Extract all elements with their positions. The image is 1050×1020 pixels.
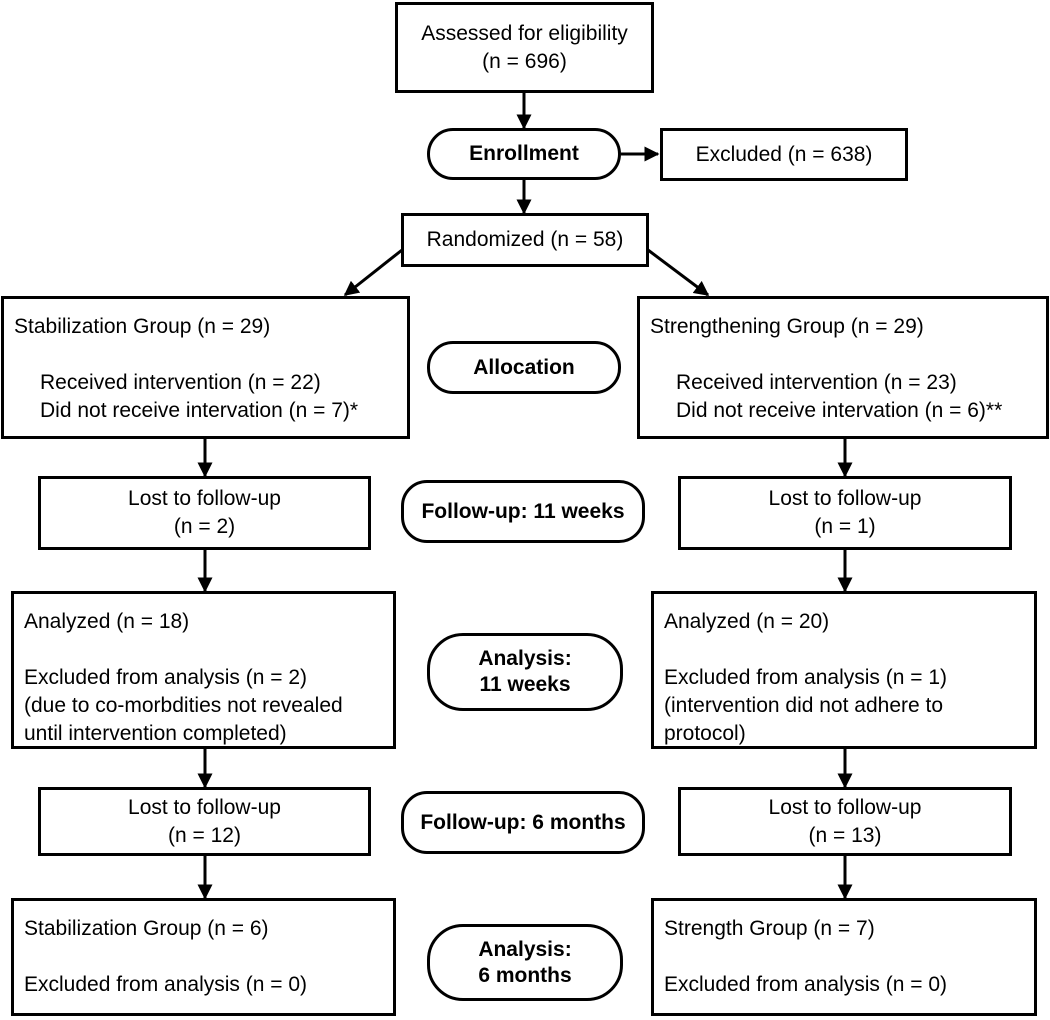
arrow-randomized-left [343,248,403,297]
assessed-box: Assessed for eligibility (n = 696) [395,2,654,93]
left-lost-11-label: Lost to follow-up [128,487,281,510]
right-analyzed-box: Analyzed (n = 20) Excluded from analysis… [651,591,1037,749]
right-lost-11-count: (n = 1) [814,515,876,538]
left-excluded-reason-1: (due to co-morbdities not revealed [24,694,343,717]
follow-up-6-stage: Follow-up: 6 months [401,791,645,854]
left-group-box: Stabilization Group (n = 29) Received in… [1,296,410,439]
right-lost-6-box: Lost to follow-up (n = 13) [678,787,1012,856]
left-received: Received intervention (n = 22) [40,371,321,394]
right-lost-6-label: Lost to follow-up [768,795,922,819]
left-lost-11-count: (n = 2) [173,515,236,538]
analysis-6-label-2: 6 months [478,963,572,987]
right-final-box: Strength Group (n = 7) Excluded from ana… [651,898,1037,1016]
follow-up-11-label: Follow-up: 11 weeks [421,499,625,523]
analysis-11-label-2: 11 weeks [479,673,571,696]
left-lost-6-count: (n = 12) [168,823,241,847]
left-analyzed-label: Analyzed (n = 18) [24,610,190,633]
left-not-received: Did not receive intervation (n = 7)* [40,399,359,422]
right-excluded-analysis: Excluded from analysis (n = 1) [664,666,948,689]
left-analyzed-box: Analyzed (n = 18) Excluded from analysis… [11,591,396,749]
randomized-label: Randomized (n = 58) [426,228,624,251]
left-group-label: Stabilization Group (n = 29) [14,315,271,338]
left-final-group: Stabilization Group (n = 6) [24,917,269,940]
right-group-box: Strengthening Group (n = 29) Received in… [637,296,1049,439]
right-excluded-reason-2: protocol) [664,722,746,745]
allocation-label: Allocation [473,355,575,379]
follow-up-6-label: Follow-up: 6 months [420,810,626,834]
arrow-randomized-right [647,248,710,297]
assessed-count: (n = 696) [482,49,567,73]
right-lost-6-count: (n = 13) [808,823,882,847]
right-not-received: Did not receive intervation (n = 6)** [676,399,1003,422]
allocation-stage: Allocation [427,341,621,394]
left-final-excluded: Excluded from analysis (n = 0) [24,973,308,996]
enrollment-label: Enrollment [469,142,579,165]
analysis-6-stage: Analysis: 6 months [427,924,623,1001]
right-analyzed-label: Analyzed (n = 20) [664,610,830,633]
assessed-label: Assessed for eligibility [421,21,628,45]
right-lost-11-label: Lost to follow-up [768,487,922,510]
analysis-6-label-1: Analysis: [478,937,572,961]
follow-up-11-stage: Follow-up: 11 weeks [401,480,645,543]
left-lost-6-box: Lost to follow-up (n = 12) [38,787,371,856]
randomized-box: Randomized (n = 58) [401,213,649,267]
excluded-label: Excluded (n = 638) [695,142,873,166]
left-lost-11-box: Lost to follow-up (n = 2) [38,476,371,550]
right-excluded-reason-1: (intervention did not adhere to [664,694,944,717]
analysis-11-label-1: Analysis: [478,647,572,670]
enrollment-stage: Enrollment [427,128,621,180]
analysis-11-stage: Analysis: 11 weeks [427,633,623,711]
right-lost-11-box: Lost to follow-up (n = 1) [678,476,1012,550]
right-group-label: Strengthening Group (n = 29) [650,315,924,338]
right-final-excluded: Excluded from analysis (n = 0) [664,973,948,996]
right-received: Received intervention (n = 23) [676,371,957,394]
left-excluded-analysis: Excluded from analysis (n = 2) [24,666,308,689]
left-final-box: Stabilization Group (n = 6) Excluded fro… [11,898,396,1016]
left-excluded-reason-2: until intervention completed) [24,722,287,745]
excluded-box: Excluded (n = 638) [660,128,908,181]
left-lost-6-label: Lost to follow-up [128,795,281,819]
right-final-group: Strength Group (n = 7) [664,917,875,940]
